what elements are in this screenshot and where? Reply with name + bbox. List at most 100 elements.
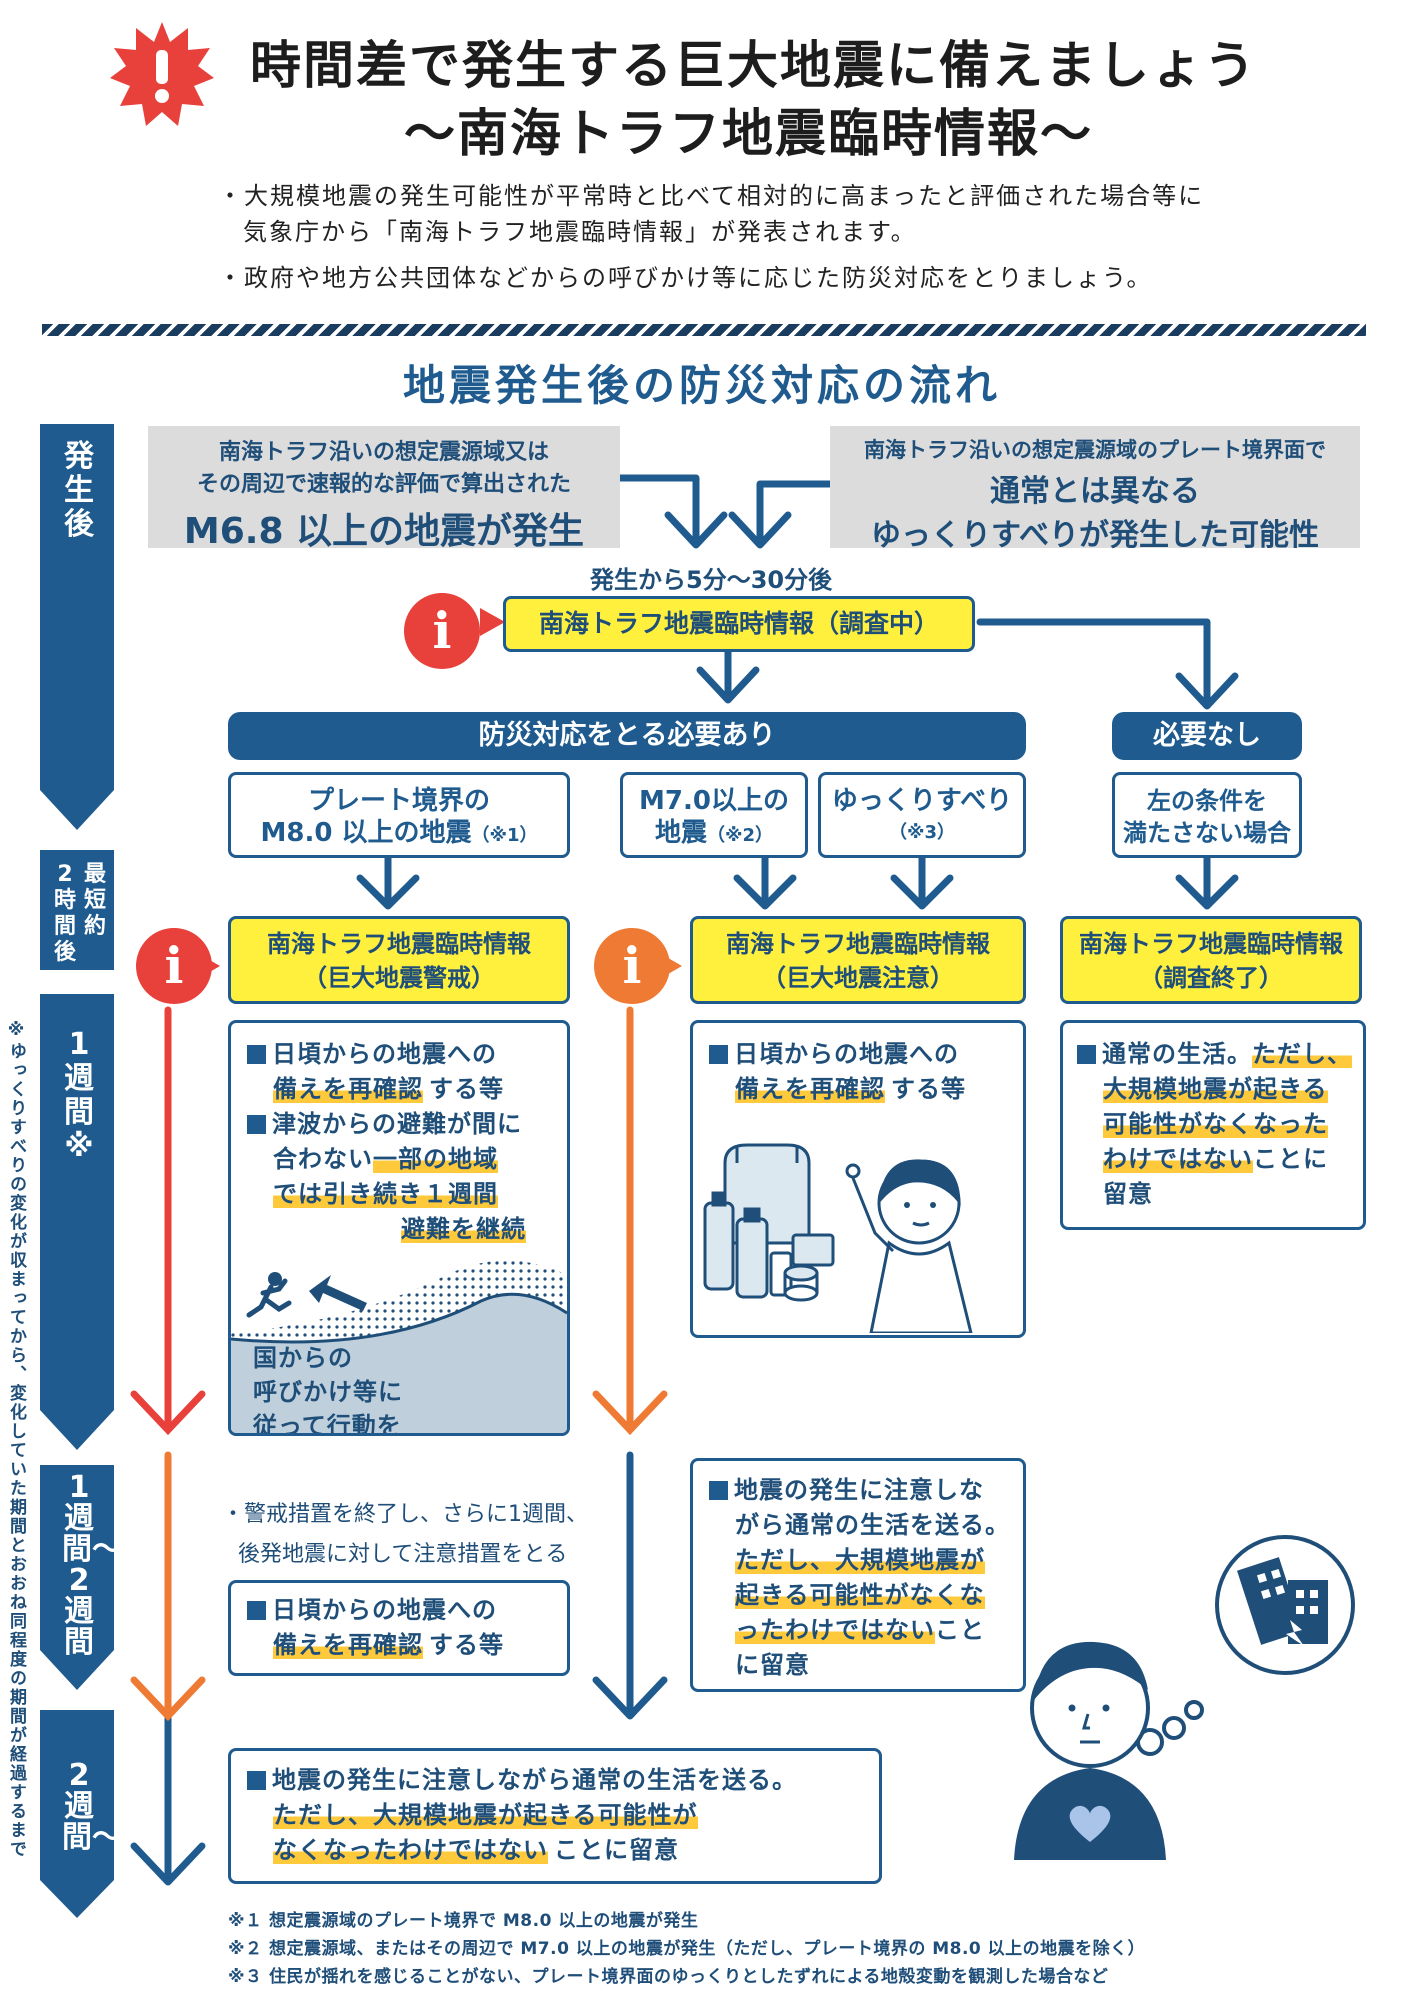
end-l1a: 通常の生活。 (1102, 1040, 1252, 1068)
condition-m70-note: （※2） (706, 825, 774, 846)
final-l3b: ことに留意 (554, 1836, 679, 1864)
warn-a3: 備えを再確認 (273, 1075, 423, 1103)
trigger-m68-box: 南海トラフ沿いの想定震源域又は その周辺で速報的な評価で算出された M6.8 以… (148, 426, 620, 552)
warning-week1-panel: 日頃からの地震への 備えを再確認する等 津波からの避難が間に 合わない一部の地域… (228, 1020, 570, 1436)
warning-week2-panel: 日頃からの地震への 備えを再確認する等 (228, 1580, 570, 1676)
cw2-l2: がら通常の生活を送る。 (735, 1511, 1010, 1539)
trigger-right-big2: ゆっくりすべりが発生した可能性 (871, 518, 1319, 553)
response-needed-pill: 防災対応をとる必要あり (228, 712, 1026, 760)
page-title-line2: 〜南海トラフ地震臨時情報〜 (404, 105, 1094, 164)
info-caution-line2: （巨大地震注意） (762, 964, 954, 992)
trigger-right-line1: 南海トラフ沿いの想定震源域のプレート境界面で (864, 438, 1326, 462)
warn-b5: 避難を継続 (401, 1215, 526, 1243)
end-l5: 留意 (1103, 1180, 1153, 1208)
week2-note-1: ・警戒措置を終了し、さらに1週間、 (222, 1502, 588, 1527)
info-icon-caution: i (594, 928, 670, 1004)
condition-slow-slip-line1: ゆっくりすべり (831, 786, 1013, 816)
timeline-shortest-b: 2時間後 (53, 862, 76, 965)
end-week1-panel: 通常の生活。ただし、 大規模地震が起きる 可能性がなくなった わけではないことに… (1060, 1020, 1366, 1230)
tsunami-evacuation-illustration (231, 1260, 567, 1433)
info-warning-line1: 南海トラフ地震臨時情報 (267, 930, 531, 958)
intro-bullet-2: ・政府や地方公共団体などからの呼びかけ等に応じた防災対応をとりましょう。 (218, 264, 1153, 292)
warn-b3: 一部の地域 (373, 1145, 498, 1173)
intro-bullet-1a: ・大規模地震の発生可能性が平常時と比べて相対的に高まったと評価された場合等に (218, 182, 1205, 210)
warn-b2: 合わない (273, 1145, 373, 1173)
cw2-l1: 地震の発生に注意しな (734, 1476, 984, 1504)
trigger-left-line1: 南海トラフ沿いの想定震源域又は (218, 440, 549, 465)
cw2-l4: 起きる可能性がなくな (735, 1581, 985, 1609)
square-bullet-icon (247, 1771, 266, 1790)
intro-bullet-1b: 気象庁から「南海トラフ地震臨時情報」が発表されます。 (243, 218, 917, 246)
condition-none-box: 左の条件を 満たさない場合 (1112, 772, 1302, 858)
caution-a2: 備えを再確認 (735, 1075, 885, 1103)
info-caution-box: 南海トラフ地震臨時情報 （巨大地震注意） (690, 916, 1026, 1004)
warn-gov1: 国からの (253, 1344, 353, 1372)
week2-a1: 日頃からの地震への (272, 1596, 497, 1624)
info-end-line1: 南海トラフ地震臨時情報 (1079, 930, 1343, 958)
timeline-bar (40, 424, 114, 1918)
square-bullet-icon (247, 1045, 266, 1064)
end-l3: 可能性がなくなった (1103, 1110, 1328, 1138)
emergency-supplies-illustration (703, 1143, 973, 1333)
cw2-l6: に留意 (735, 1651, 810, 1679)
final-l3a: なくなったわけではない (273, 1836, 548, 1864)
person-thinking-illustration (1013, 1535, 1355, 1860)
alert-burst-icon (110, 22, 214, 126)
caution-week2-panel: 地震の発生に注意しな がら通常の生活を送る。 ただし、大規模地震が 起きる可能性… (690, 1458, 1026, 1692)
warn-a2: 地震への (397, 1040, 497, 1068)
trigger-left-big: M6.8 以上の地震が発生 (183, 511, 585, 552)
condition-none-line2: 満たさない場合 (1123, 819, 1291, 847)
end-l4b: ことに (1253, 1145, 1328, 1173)
warn-gov2: 呼びかけ等に (253, 1378, 403, 1406)
warn-b4: では引き続き１週間 (273, 1180, 498, 1208)
condition-m70-line2: 地震 (654, 818, 707, 848)
info-warning-line2: （巨大地震警戒） (303, 964, 495, 992)
info-warning-box: 南海トラフ地震臨時情報 （巨大地震警戒） (228, 916, 570, 1004)
condition-slow-slip-note: （※3） (888, 822, 956, 843)
caution-a1: 日頃からの地震への (734, 1040, 959, 1068)
footnote-3: ※３ 住民が揺れを感じることがない、プレート境界面のゆっくりとしたずれによる地殻… (228, 1967, 1109, 1987)
condition-m70-box: M7.0以上の 地震（※2） (620, 772, 808, 858)
timeline-after: 発生後 (64, 439, 94, 542)
divider-stripe (42, 324, 1366, 336)
footnote-1: ※１ 想定震源域のプレート境界で M8.0 以上の地震が発生 (228, 1911, 699, 1931)
cw2-l5b: こと (935, 1616, 985, 1644)
info-investigating-box: 南海トラフ地震臨時情報（調査中） (503, 596, 975, 652)
caution-a3: する等 (891, 1075, 966, 1103)
not-needed-pill: 必要なし (1112, 712, 1302, 760)
condition-none-line1: 左の条件を (1147, 787, 1267, 815)
info-end-box: 南海トラフ地震臨時情報 （調査終了） (1060, 916, 1362, 1004)
info-caution-line1: 南海トラフ地震臨時情報 (726, 930, 990, 958)
timeline-week1: 1週間※ (64, 1027, 94, 1164)
week2-a2: 備えを再確認 (273, 1631, 423, 1659)
page-title-line1: 時間差で発生する巨大地震に備えましょう (250, 37, 1258, 96)
condition-m80-line1: プレート境界の (307, 786, 490, 816)
warn-a1: 日頃からの (272, 1040, 397, 1068)
week2-note-2: 後発地震に対して注意措置をとる (238, 1542, 568, 1567)
time-label: 発生から5分〜30分後 (590, 566, 833, 594)
warn-b1: 津波からの避難が間に (272, 1110, 522, 1138)
caution-week1-panel: 日頃からの地震への 備えを再確認する等 (690, 1020, 1026, 1338)
cw2-l3: ただし、大規模地震が (735, 1546, 985, 1574)
square-bullet-icon (1077, 1045, 1096, 1064)
square-bullet-icon (247, 1601, 266, 1620)
final-week2-panel: 地震の発生に注意しながら通常の生活を送る。 ただし、大規模地震が起きる可能性が … (228, 1748, 882, 1884)
end-l1b: ただし、 (1252, 1040, 1352, 1068)
final-l1: 地震の発生に注意しながら通常の生活を送る。 (272, 1766, 797, 1794)
timeline-vertical-note: ※ゆっくりすべりの変化が収まってから、変化していた期間とおおね同程度の期間が経過… (6, 1020, 26, 1859)
warn-gov3: 従って行動を (253, 1412, 402, 1436)
condition-m70-line1: M7.0以上の (639, 786, 789, 816)
footnote-2: ※２ 想定震源域、またはその周辺で M7.0 以上の地震が発生（ただし、プレート… (228, 1939, 1146, 1959)
trigger-slow-slip-box: 南海トラフ沿いの想定震源域のプレート境界面で 通常とは異なる ゆっくりすべりが発… (830, 426, 1360, 553)
info-icon-warning: i (136, 928, 212, 1004)
end-l2: 大規模地震が起きる (1103, 1075, 1328, 1103)
cw2-l5a: ったわけではない (735, 1616, 935, 1644)
condition-m80-note: （※1） (471, 825, 538, 846)
warn-a4: する等 (429, 1075, 504, 1103)
final-l2: ただし、大規模地震が起きる可能性が (273, 1801, 698, 1829)
square-bullet-icon (709, 1045, 728, 1064)
square-bullet-icon (247, 1115, 266, 1134)
section-title: 地震発生後の防災対応の流れ (403, 361, 1002, 410)
square-bullet-icon (709, 1481, 728, 1500)
